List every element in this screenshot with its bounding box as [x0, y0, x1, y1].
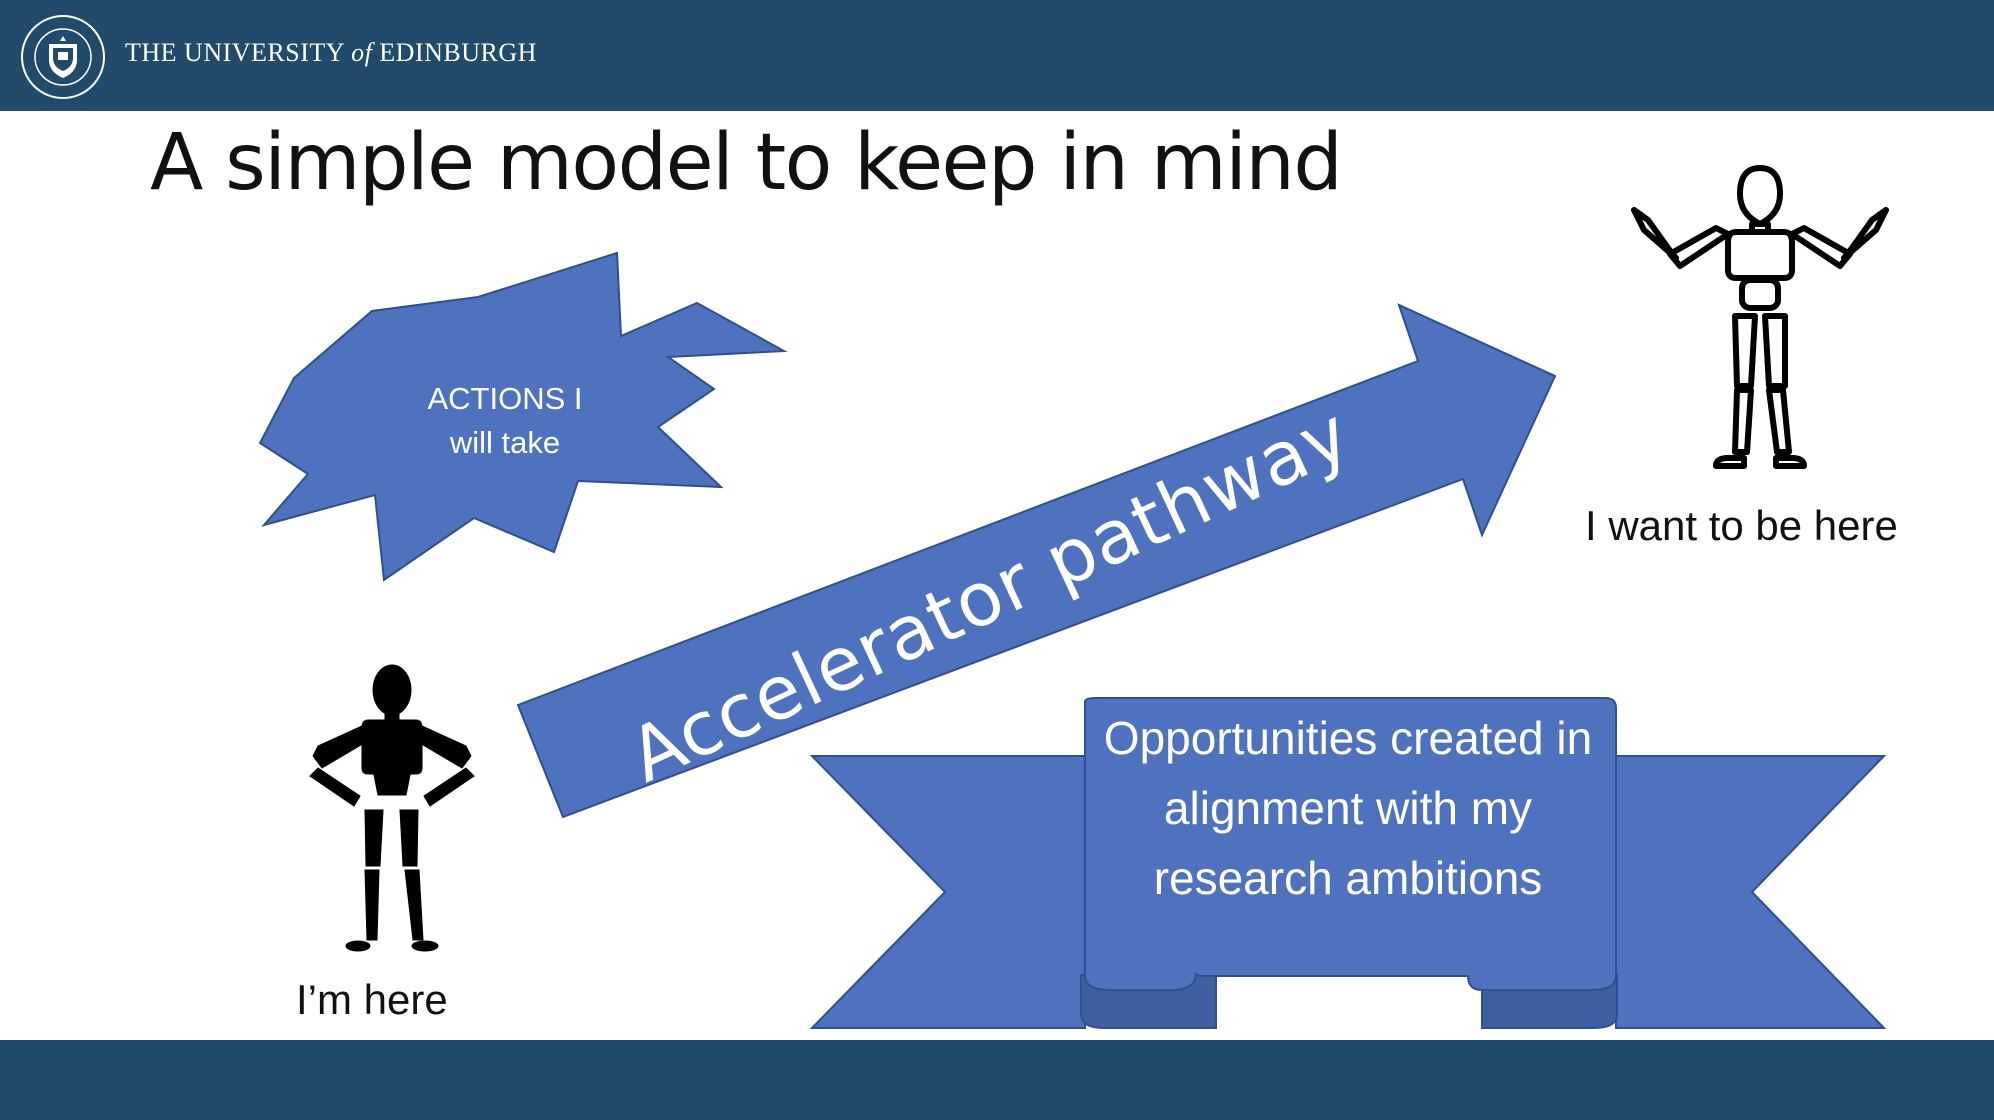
actions-starburst — [258, 251, 788, 582]
opportunities-label: Opportunities created in alignment with … — [1103, 712, 1593, 904]
figure-goal-icon — [1631, 165, 1889, 469]
university-name: THE UNIVERSITY of EDINBURGH — [125, 38, 537, 67]
goal-label: I want to be here — [1585, 502, 1898, 549]
start-label: I’m here — [296, 976, 448, 1023]
slide-title: A simple model to keep in mind — [150, 118, 1343, 208]
footer-bar — [0, 1040, 1994, 1120]
figure-im-here-icon — [309, 664, 475, 952]
actions-label: ACTIONS I will take — [427, 381, 583, 460]
opportunities-banner — [809, 697, 1887, 1029]
header-bar: THE UNIVERSITY of EDINBURGH — [0, 0, 1994, 111]
accelerator-arrow — [516, 303, 1557, 819]
university-crest-icon — [21, 15, 105, 99]
